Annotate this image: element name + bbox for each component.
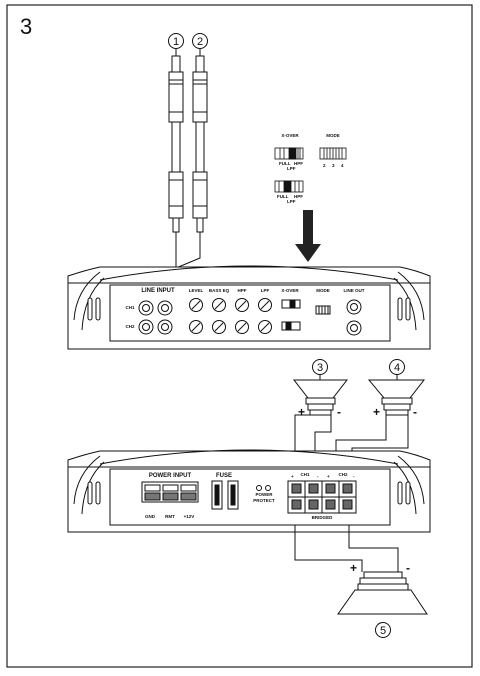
terminal-ch1-minus: - — [317, 474, 319, 479]
b12v-label: +12V — [184, 514, 195, 519]
speaker-3-minus: - — [337, 405, 341, 419]
speaker-5-minus: - — [406, 561, 410, 575]
power-led-icon — [256, 485, 262, 491]
down-arrow-icon — [295, 210, 321, 262]
callout-3 — [312, 359, 328, 375]
speaker-5 — [337, 571, 428, 638]
amplifier-input-panel — [67, 265, 431, 350]
svg-text:4: 4 — [341, 163, 344, 168]
amplifier-power-panel — [67, 449, 431, 533]
gnd-label: GND — [145, 514, 156, 519]
power-panel-components — [141, 480, 357, 514]
line-out-label: LINE OUT — [344, 288, 365, 293]
power-led-label: POWER — [255, 492, 273, 497]
callout-4-label: 4 — [394, 362, 400, 374]
speaker-4-plus: + — [373, 405, 380, 419]
callout-3-label: 3 — [317, 362, 323, 374]
protect-led-icon — [265, 485, 271, 491]
page-frame — [6, 4, 473, 668]
speaker-wires-bottom — [294, 525, 399, 572]
fuse-label: FUSE — [216, 473, 232, 479]
svg-text:LPF: LPF — [287, 199, 296, 204]
xover-panel-label: X-OVER — [281, 288, 299, 293]
mode-title: MODE — [326, 133, 340, 138]
lpf-label: LPF — [261, 288, 270, 293]
line-input-label: LINE INPUT — [141, 288, 175, 294]
svg-text:FULL: FULL — [279, 161, 291, 166]
terminal-ch2-minus: - — [353, 474, 355, 479]
callout-5-label: 5 — [380, 625, 386, 637]
callout-4 — [389, 359, 405, 375]
svg-text:2: 2 — [323, 163, 326, 168]
speaker-4: 4 — [367, 359, 426, 416]
speaker-3: 3 — [292, 359, 349, 416]
ch2-terminal-label: CH2 — [338, 472, 347, 477]
power-input-label: POWER INPUT — [149, 473, 192, 479]
svg-text:3: 3 — [332, 163, 335, 168]
speaker-4-minus: - — [413, 405, 417, 419]
rmt-label: RMT — [165, 514, 175, 519]
ch1-input-label: CH1 — [125, 305, 134, 310]
bridged-label: BRIDGED — [312, 515, 334, 520]
top-panel-controls — [138, 298, 362, 336]
switch-detail: X-OVER MODE FULL HPF LPF 2 3 4 FULL HPF … — [274, 133, 347, 204]
mode-panel-label: MODE — [316, 288, 330, 293]
ch2-input-label: CH2 — [125, 324, 134, 329]
level-label: LEVEL — [189, 288, 204, 293]
ch1-terminal-label: CH1 — [300, 472, 309, 477]
callout-5 — [375, 622, 391, 638]
speaker-5-plus: + — [350, 561, 357, 575]
svg-text:LPF: LPF — [287, 166, 296, 171]
protect-led-label: PROTECT — [253, 498, 275, 503]
rca-cables: 1 2 — [157, 33, 208, 301]
bass-eq-label: BASS EQ — [209, 288, 230, 293]
callout-2-label: 2 — [197, 36, 203, 48]
page-number: 3 — [20, 14, 33, 39]
terminal-ch1-plus: + — [291, 474, 294, 479]
speaker-3-plus: + — [298, 405, 305, 419]
hpf-label: HPF — [238, 288, 247, 293]
xover-title: X-OVER — [281, 133, 299, 138]
svg-text:HPF: HPF — [294, 161, 303, 166]
svg-text:HPF: HPF — [294, 194, 303, 199]
terminal-ch2-plus: + — [327, 474, 330, 479]
svg-text:FULL: FULL — [277, 194, 289, 199]
callout-1-label: 1 — [173, 36, 179, 48]
